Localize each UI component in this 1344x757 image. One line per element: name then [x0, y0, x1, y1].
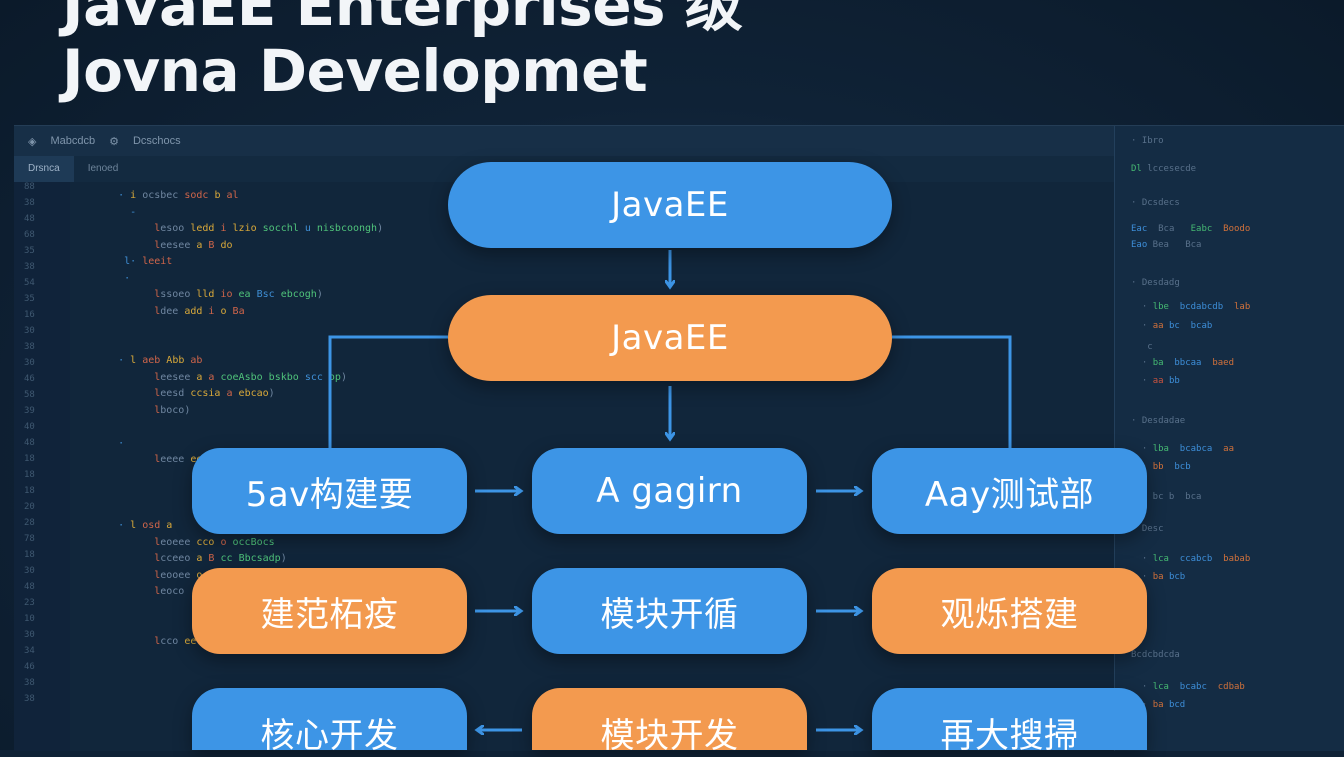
node-row2-right[interactable]: 观烁搭建	[872, 568, 1147, 654]
node-row2-center[interactable]: 模块开循	[532, 568, 807, 654]
tab-secondary[interactable]: Ienoed	[87, 163, 119, 174]
ide-window-title: Mabcdcb	[50, 135, 96, 147]
side-panel: · Ibro Dl lccesecde · Dcsdecs Eac Bca Ea…	[1114, 126, 1344, 751]
node-row3-right[interactable]: 再大搜掃	[872, 688, 1147, 756]
title-line-2: Jovna Developmet	[62, 37, 648, 105]
panel-header: · Ibro	[1131, 136, 1164, 146]
node-row2-left[interactable]: 建范柘疫	[192, 568, 467, 654]
loop-line-right	[892, 335, 1012, 448]
loop-line-left	[328, 335, 448, 448]
page-title: JavaEE Enterprises 级 Jovna Developmet	[62, 0, 743, 105]
node-second-javaee[interactable]: JavaEE	[448, 295, 892, 381]
node-row1-left[interactable]: 5av构建要	[192, 448, 467, 534]
node-row1-center[interactable]: A gagirn	[532, 448, 807, 534]
title-line-1: JavaEE Enterprises 级	[62, 0, 743, 39]
ide-tab-title[interactable]: Dcschocs	[132, 135, 181, 147]
node-row1-right[interactable]: Aay测试部	[872, 448, 1147, 534]
app-logo-icon: ◈	[28, 135, 37, 148]
settings-icon[interactable]: ⚙	[109, 135, 119, 148]
tab-active[interactable]: Drsnca	[14, 156, 74, 182]
node-top-javaee[interactable]: JavaEE	[448, 162, 892, 248]
node-row3-center[interactable]: 模块开发	[532, 688, 807, 756]
ide-titlebar: ◈ Mabcdcb ⚙ Dcschocs	[14, 126, 1114, 156]
node-row3-left[interactable]: 核心开发	[192, 688, 467, 756]
